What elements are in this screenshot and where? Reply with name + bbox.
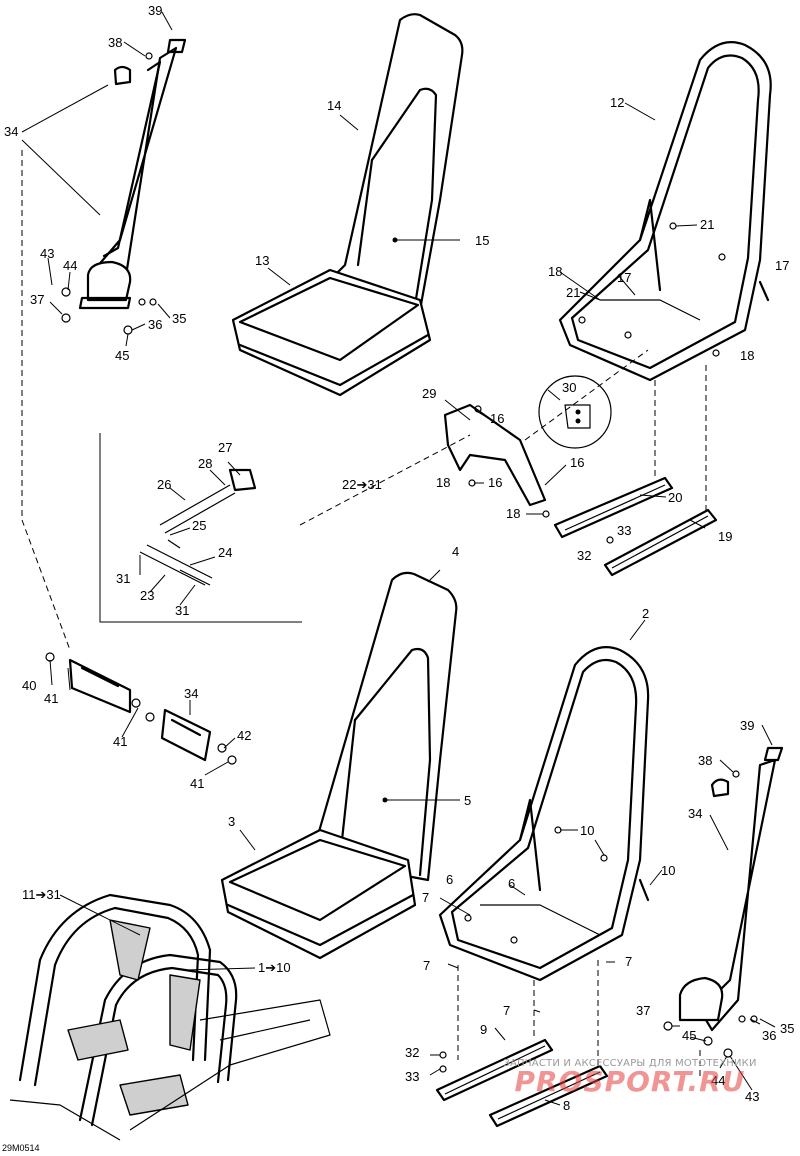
belt-buckles-middle [45, 652, 237, 765]
callout-15: 15 [475, 233, 489, 248]
seat-cushions-upper [231, 13, 464, 397]
callout-16: 16 [488, 475, 502, 490]
callout-26: 26 [157, 477, 171, 492]
callout-34: 34 [688, 806, 702, 821]
callout-36: 36 [148, 317, 162, 332]
callout-8: 8 [563, 1098, 570, 1113]
callout-33: 33 [405, 1069, 419, 1084]
callout-24: 24 [218, 545, 232, 560]
callout-23: 23 [140, 588, 154, 603]
callout-7: 7 [423, 958, 430, 973]
callout-39: 39 [740, 718, 754, 733]
callout-45: 45 [115, 348, 129, 363]
callout-18: 18 [436, 475, 450, 490]
seat-belt-lower-right [663, 746, 784, 1058]
callout-7: 7 [503, 1003, 510, 1018]
callout-4: 4 [452, 544, 459, 559]
callout-29: 29 [422, 386, 436, 401]
callout-40: 40 [22, 678, 36, 693]
callout-22-31: 22➔31 [342, 477, 382, 492]
callout-16: 16 [570, 455, 584, 470]
callout-34: 34 [184, 686, 198, 701]
callout-37: 37 [636, 1003, 650, 1018]
callout-16: 16 [490, 411, 504, 426]
callout-43: 43 [745, 1089, 759, 1104]
callout-17: 17 [775, 258, 789, 273]
callout-20: 20 [668, 490, 682, 505]
callout-2: 2 [642, 606, 649, 621]
callout-41: 41 [44, 691, 58, 706]
leader-lines [21, 11, 776, 1106]
callout-labels: 39 38 34 43 44 37 36 35 45 14 15 13 12 2… [4, 3, 794, 1113]
callout-41: 41 [113, 734, 127, 749]
watermark: ЗАПЧАСТИ И АКСЕССУАРЫ ДЛЯ МОТОТЕХНИКИ PR… [470, 1058, 790, 1098]
callout-18: 18 [548, 264, 562, 279]
callout-5: 5 [464, 793, 471, 808]
callout-7: 7 [625, 954, 632, 969]
callout-36: 36 [762, 1028, 776, 1043]
callout-17: 17 [617, 270, 631, 285]
callout-31: 31 [175, 603, 189, 618]
callout-41: 41 [190, 776, 204, 791]
callout-21: 21 [700, 217, 714, 232]
harness-inset [99, 433, 302, 623]
callout-18: 18 [506, 506, 520, 521]
callout-25: 25 [192, 518, 206, 533]
callout-14: 14 [327, 98, 341, 113]
callout-3: 3 [228, 814, 235, 829]
callout-32: 32 [405, 1045, 419, 1060]
watermark-tagline: ЗАПЧАСТИ И АКСЕССУАРЫ ДЛЯ МОТОТЕХНИКИ [503, 1058, 757, 1069]
drawing-code: 29M0514 [2, 1143, 40, 1153]
seat-bracket [443, 375, 612, 518]
callout-18: 18 [740, 348, 754, 363]
callout-13: 13 [255, 253, 269, 268]
callout-1-10: 1➔10 [258, 960, 291, 975]
callout-39: 39 [148, 3, 162, 18]
seat-cushions-lower [220, 571, 458, 960]
callout-33: 33 [617, 523, 631, 538]
watermark-brand: PROSPORT.RU [514, 1065, 746, 1098]
seat-rails-upper [553, 476, 718, 577]
callout-9: 9 [480, 1022, 487, 1037]
callout-28: 28 [198, 456, 212, 471]
seat-frame-upper [558, 41, 772, 382]
callout-19: 19 [718, 529, 732, 544]
callout-21: 21 [566, 285, 580, 300]
callout-35: 35 [172, 311, 186, 326]
callout-35: 35 [780, 1021, 794, 1036]
callout-43: 43 [40, 246, 54, 261]
seat-belt-upper-left [61, 38, 187, 335]
callout-45: 45 [682, 1028, 696, 1043]
callout-30: 30 [562, 380, 576, 395]
callout-27: 27 [218, 440, 232, 455]
callout-37: 37 [30, 292, 44, 307]
callout-34: 34 [4, 124, 18, 139]
callout-10: 7 [422, 890, 429, 905]
callout-7: 6 [446, 872, 453, 887]
callout-38: 38 [698, 753, 712, 768]
callout-31: 31 [116, 571, 130, 586]
callout-44: 44 [711, 1073, 725, 1088]
seat-frame-lower [438, 646, 650, 982]
callout-6: 10 [661, 863, 675, 878]
callout-12: 12 [610, 95, 624, 110]
callout-10: 10 [580, 823, 594, 838]
callout-6: 6 [508, 876, 515, 891]
callout-11-31: 11➔31 [22, 887, 61, 902]
callout-44: 44 [63, 258, 77, 273]
callout-38: 38 [108, 35, 122, 50]
callout-42: 42 [237, 728, 251, 743]
callout-32: 32 [577, 548, 591, 563]
